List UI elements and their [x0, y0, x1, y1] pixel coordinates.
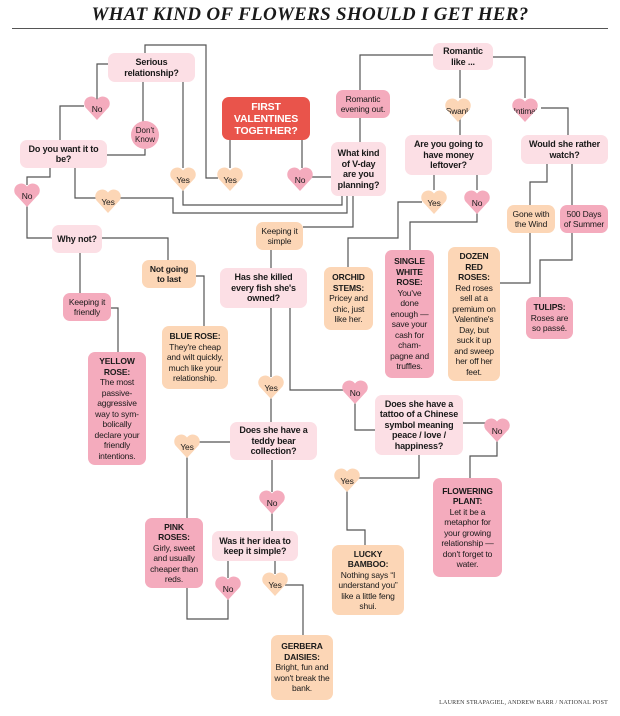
- result-pink-roses[interactable]: PINK ROSES: Girly, sweet and usually che…: [145, 518, 203, 588]
- connector: [493, 56, 526, 98]
- option-500-days-of-summer[interactable]: 500 Days of Summer: [560, 205, 608, 233]
- result-desc: Roses are so passé.: [530, 312, 569, 334]
- connector: [26, 202, 52, 239]
- connector: [59, 105, 84, 140]
- connector: [118, 196, 348, 214]
- connector: [196, 275, 205, 326]
- connector: [111, 307, 119, 352]
- result-single-white-rose[interactable]: SINGLE WHITE ROSE: You've done enough — …: [385, 250, 434, 378]
- connector: [26, 168, 51, 185]
- connector: [541, 107, 569, 135]
- connector: [96, 63, 108, 100]
- result-title: YELLOW ROSE:: [99, 356, 135, 377]
- result-title: FLOWERING PLANT:: [442, 485, 493, 507]
- option-not-going-to-last[interactable]: Not going to last: [142, 260, 196, 288]
- question-want-it-to-be[interactable]: Do you want it to be?: [20, 140, 107, 168]
- result-title: GERBERA DAISIES:: [281, 641, 323, 662]
- question-why-not[interactable]: Why not?: [52, 225, 102, 253]
- result-desc: Red roses sell at a premium on Valentine…: [452, 282, 496, 377]
- connector: [289, 308, 343, 391]
- connector: [285, 584, 304, 635]
- question-chinese-tattoo[interactable]: Does she have a tattoo of a Chinese symb…: [375, 395, 463, 455]
- result-desc: They're cheap and wilt quickly, much lik…: [166, 341, 224, 384]
- question-killed-fish[interactable]: Has she killed every fish she's owned?: [220, 268, 307, 308]
- connector: [529, 164, 548, 205]
- question-vday-kind[interactable]: What kind of V-day are you planning?: [331, 142, 386, 196]
- question-teddy-bear[interactable]: Does she have a teddy bear collection?: [230, 422, 317, 460]
- credit-line: LAUREN STRAPAGIEL, ANDREW BARR / NATIONA…: [439, 700, 608, 706]
- result-title: TULIPS:: [533, 302, 566, 313]
- result-lucky-bamboo[interactable]: LUCKY BAMBOO: Nothing says “I understand…: [332, 545, 404, 615]
- question-romantic-like[interactable]: Romantic like ...: [433, 43, 493, 70]
- result-title: SINGLE WHITE ROSE:: [394, 256, 425, 288]
- result-desc: Girly, sweet and usually cheaper than re…: [150, 542, 198, 585]
- question-serious-relationship[interactable]: Serious relationship?: [108, 53, 195, 82]
- connector: [182, 186, 343, 206]
- result-desc: You've done enough — save your cash for …: [390, 287, 429, 372]
- connector: [354, 400, 375, 431]
- result-title: LUCKY BAMBOO:: [347, 548, 389, 570]
- question-money-leftover[interactable]: Are you going to have money leftover?: [405, 135, 492, 175]
- option-keeping-it-friendly[interactable]: Keeping it friendly: [63, 293, 111, 321]
- result-title: PINK ROSES:: [158, 521, 190, 543]
- connector: [359, 54, 433, 90]
- chart-title: WHAT KIND OF FLOWERS SHOULD I GET HER?: [91, 4, 529, 25]
- result-orchid-stems[interactable]: ORCHID STEMS: Pricey and chic, just like…: [324, 267, 373, 330]
- result-desc: Bright, fun and won't break the bank.: [274, 662, 330, 694]
- question-her-idea[interactable]: Was it her idea to keep it simple?: [212, 531, 298, 561]
- result-blue-rose[interactable]: BLUE ROSE: They're cheap and wilt quickl…: [162, 326, 228, 389]
- answer-dont-know[interactable]: Don't Know: [131, 121, 159, 149]
- option-gone-with-the-wind[interactable]: Gone with the Wind: [507, 205, 555, 233]
- result-desc: Let it be a metaphor for your growing re…: [441, 506, 494, 570]
- connector: [469, 438, 498, 478]
- result-flowering-plant[interactable]: FLOWERING PLANT: Let it be a metaphor fo…: [433, 478, 502, 577]
- result-desc: The most passive-aggressive way to sym-b…: [94, 377, 140, 461]
- result-title: DOZEN RED ROSES:: [458, 251, 490, 282]
- connector: [347, 201, 422, 267]
- connector: [107, 149, 146, 156]
- option-romantic-evening[interactable]: Romantic evening out.: [336, 90, 390, 118]
- result-desc: Nothing says “I understand you” like a l…: [338, 569, 398, 612]
- option-keeping-it-simple[interactable]: Keeping it simple: [256, 222, 303, 250]
- result-title: BLUE ROSE:: [169, 331, 221, 342]
- result-yellow-rose[interactable]: YELLOW ROSE: The most passive-aggressive…: [88, 352, 146, 465]
- connector: [303, 196, 354, 228]
- connector: [359, 455, 420, 479]
- question-rather-watch[interactable]: Would she rather watch?: [521, 135, 608, 164]
- result-gerbera-daisies[interactable]: GERBERA DAISIES: Bright, fun and won't b…: [271, 635, 333, 700]
- start-question-first-valentines[interactable]: FIRST VALENTINES TOGETHER?: [222, 97, 310, 140]
- connector: [74, 168, 98, 199]
- result-tulips[interactable]: TULIPS: Roses are so passé.: [526, 297, 573, 339]
- result-dozen-red-roses[interactable]: DOZEN RED ROSES: Red roses sell at a pre…: [448, 247, 500, 381]
- connector: [539, 233, 573, 297]
- connector: [102, 237, 169, 260]
- connector: [186, 588, 229, 620]
- connector: [144, 44, 218, 179]
- title-divider: [12, 28, 608, 29]
- connector: [409, 210, 478, 250]
- result-title: ORCHID STEMS:: [332, 272, 365, 293]
- connector: [346, 488, 366, 545]
- connector: [500, 233, 531, 284]
- result-desc: Pricey and chic, just like her.: [329, 293, 368, 325]
